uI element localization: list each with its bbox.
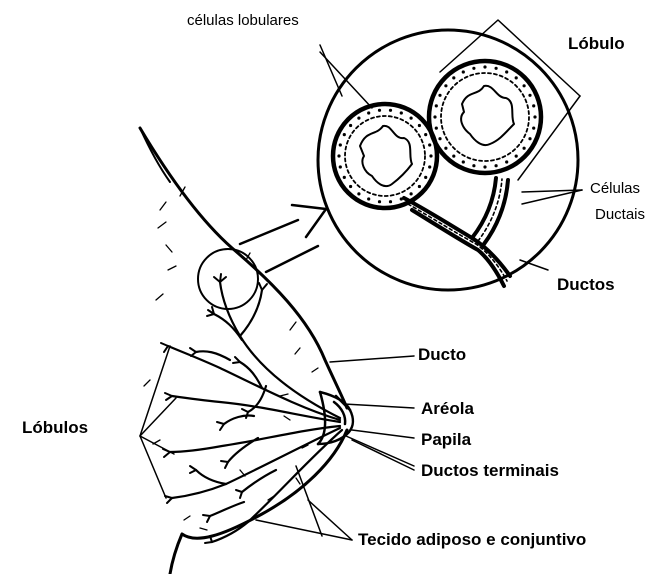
label-tecido-adiposo: Tecido adiposo e conjuntivo — [358, 530, 586, 550]
cell-dot — [528, 94, 531, 97]
label-ductais: Ductais — [595, 206, 645, 223]
cell-dot — [495, 67, 498, 70]
cell-dot — [339, 165, 342, 168]
cell-dot — [339, 143, 342, 146]
cell-dot — [343, 133, 346, 136]
cell-dot — [532, 127, 535, 130]
cell-dot — [367, 197, 370, 200]
cell-dot — [400, 197, 403, 200]
cell-dot — [378, 109, 381, 112]
magnified-lobule-left — [333, 104, 437, 208]
label-celulas-lobulares: células lobulares — [187, 12, 299, 29]
label-celulas: Células — [590, 180, 640, 197]
cell-dot — [337, 154, 340, 157]
cell-dot — [435, 127, 438, 130]
cell-dot — [424, 176, 427, 179]
label-ductos: Ductos — [557, 275, 615, 295]
cell-dot — [410, 192, 413, 195]
cell-dot — [472, 164, 475, 167]
cell-dot — [429, 154, 432, 157]
cell-dot — [483, 65, 486, 68]
cell-dot — [438, 137, 441, 140]
cell-dot — [418, 124, 421, 127]
cell-dot — [435, 104, 438, 107]
cell-dot — [389, 200, 392, 203]
lobule-region-circle — [198, 249, 258, 309]
label-lobulo: Lóbulo — [568, 34, 625, 54]
cell-dot — [378, 200, 381, 203]
cell-dot — [410, 117, 413, 120]
cell-dot — [505, 70, 508, 73]
cell-dot — [428, 165, 431, 168]
cell-dot — [400, 111, 403, 114]
cell-dot — [444, 84, 447, 87]
cell-dot — [418, 185, 421, 188]
cell-dot — [444, 147, 447, 150]
cell-dot — [349, 185, 352, 188]
cell-dot — [357, 192, 360, 195]
cell-dot — [515, 76, 518, 79]
magnified-lobule-right — [429, 61, 541, 173]
cell-dot — [349, 124, 352, 127]
cell-dot — [357, 117, 360, 120]
cell-dot — [505, 160, 508, 163]
cell-dot — [523, 84, 526, 87]
cell-dot — [528, 137, 531, 140]
cell-dot — [533, 115, 536, 118]
cell-dot — [367, 111, 370, 114]
cell-dot — [428, 143, 431, 146]
duct-tree — [168, 282, 342, 542]
cell-dot — [452, 155, 455, 158]
cell-dot — [483, 165, 486, 168]
cell-dot — [389, 109, 392, 112]
cell-dot — [433, 115, 436, 118]
lobule-tips — [161, 274, 267, 543]
cell-dot — [495, 164, 498, 167]
cell-dot — [462, 70, 465, 73]
cell-dot — [462, 160, 465, 163]
cell-dot — [532, 104, 535, 107]
label-areola: Aréola — [421, 399, 474, 419]
cell-dot — [343, 176, 346, 179]
label-lobulos: Lóbulos — [22, 418, 88, 438]
cell-dot — [424, 133, 427, 136]
label-ductos-terminais: Ductos terminais — [421, 461, 559, 481]
cell-dot — [438, 94, 441, 97]
label-ducto: Ducto — [418, 345, 466, 365]
label-papila: Papila — [421, 430, 471, 450]
cell-dot — [452, 76, 455, 79]
cell-dot — [523, 147, 526, 150]
cell-dot — [472, 67, 475, 70]
cell-dot — [515, 155, 518, 158]
